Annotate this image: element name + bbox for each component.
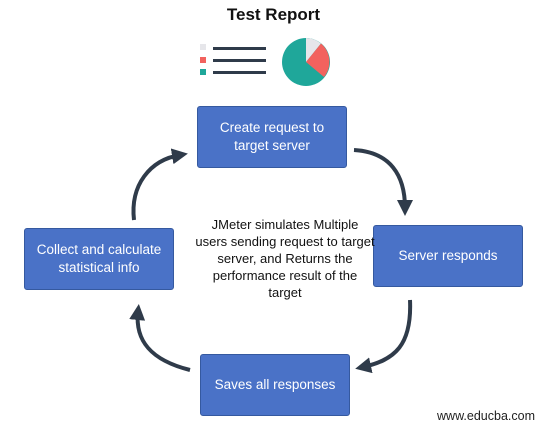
legend-line <box>213 47 266 50</box>
arrow-respond-to-save <box>355 299 413 374</box>
legend-square-red <box>200 57 206 63</box>
arrow-create-to-respond <box>353 148 413 216</box>
legend-line <box>213 59 266 62</box>
step-collect-stats-label: Collect and calculate statistical info <box>36 242 162 275</box>
legend-square-teal <box>200 69 206 75</box>
step-collect-stats: Collect and calculate statistical info <box>24 228 174 290</box>
diagram-title: Test Report <box>226 5 321 24</box>
legend-square-gray <box>200 44 206 50</box>
arrow-collect-to-create <box>131 148 188 221</box>
pie-chart-icon <box>282 38 330 86</box>
step-save-responses-label: Saves all responses <box>214 377 336 392</box>
step-create-request: Create request to target server <box>197 106 347 168</box>
legend-line <box>213 71 266 74</box>
step-save-responses: Saves all responses <box>200 354 350 416</box>
list-icon <box>200 44 270 78</box>
step-server-responds-label: Server responds <box>398 248 498 263</box>
step-server-responds: Server responds <box>373 225 523 287</box>
step-create-request-label: Create request to target server <box>219 120 325 153</box>
arrow-save-to-collect <box>129 304 191 372</box>
center-description: JMeter simulates Multiple users sending … <box>195 217 375 300</box>
source-watermark: www.educba.com <box>437 409 535 423</box>
